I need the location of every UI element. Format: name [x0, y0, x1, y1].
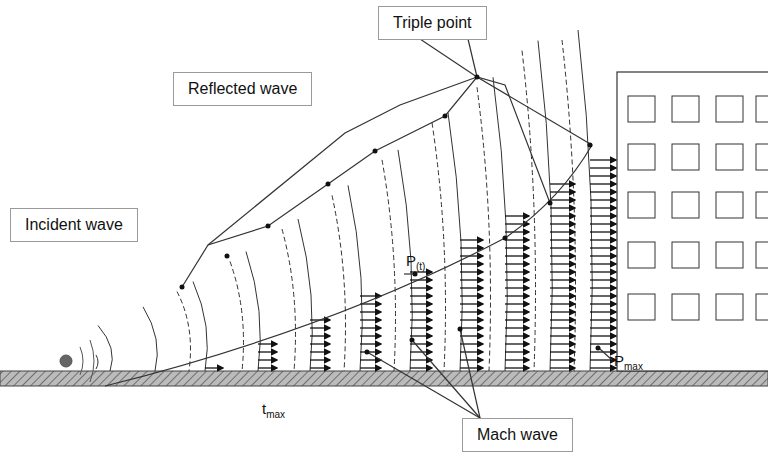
label-box: Incident wave [10, 208, 138, 242]
box-label: Incident wave [25, 216, 123, 234]
box-label: Triple point [393, 14, 472, 32]
wave-fronts [96, 30, 592, 371]
symbol-label: P(t) [406, 252, 425, 272]
explosion [60, 340, 94, 382]
label-box: Reflected wave [173, 72, 312, 106]
symbol-label: tmax [262, 400, 285, 420]
box-label: Reflected wave [188, 80, 297, 98]
front-dots [180, 75, 601, 355]
envelopes [105, 39, 612, 418]
label-box: Triple point [378, 6, 487, 40]
label-box: Mach wave [462, 418, 573, 452]
pressure-arrows [205, 160, 616, 368]
box-label: Mach wave [477, 426, 558, 444]
symbol-label: Pmax [614, 352, 643, 372]
building [617, 72, 768, 371]
